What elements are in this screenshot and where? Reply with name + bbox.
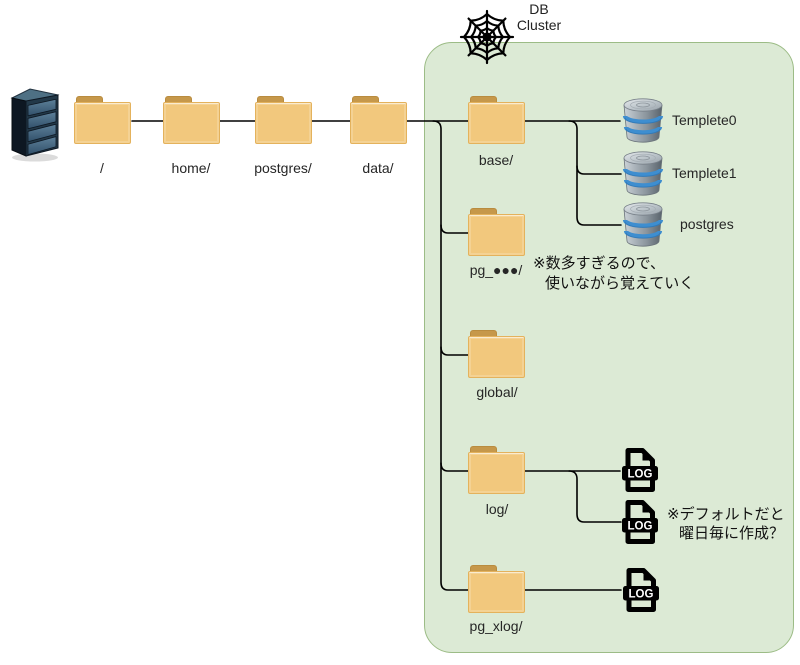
folder-body bbox=[468, 452, 525, 494]
folder-label-base: base/ bbox=[478, 152, 514, 168]
folder-body bbox=[163, 102, 220, 144]
folder-label-data: data/ bbox=[362, 160, 394, 176]
db-label-postgres: postgres bbox=[680, 216, 734, 232]
note-pg-folders-line1: ※数多すぎるので、 bbox=[533, 255, 665, 272]
note-log-default-line2: 曜日毎に作成？ bbox=[679, 525, 785, 542]
folder-icon-pg-misc bbox=[468, 208, 525, 256]
note-pg-folders: ※数多すぎるので、 使いながら覚えていく bbox=[533, 254, 694, 294]
folder-label-log: log/ bbox=[485, 501, 509, 517]
log-file-text: LOG bbox=[628, 521, 653, 533]
folder-icon-base bbox=[468, 96, 525, 144]
folder-icon-home bbox=[163, 96, 220, 144]
database-icon-templete1 bbox=[622, 151, 664, 196]
db-cluster-title: DB Cluster bbox=[500, 1, 578, 33]
note-log-default: ※デフォルトだと 曜日毎に作成？ bbox=[667, 505, 785, 543]
folder-label-pg-misc: pg_●●●/ bbox=[469, 262, 523, 278]
folder-icon-root bbox=[74, 96, 131, 144]
log-file-icon-3: LOG bbox=[623, 568, 659, 612]
folder-body bbox=[468, 336, 525, 378]
server-icon bbox=[10, 88, 60, 162]
folder-body bbox=[350, 102, 407, 144]
folder-body bbox=[74, 102, 131, 144]
folder-body bbox=[468, 214, 525, 256]
log-file-text: LOG bbox=[629, 589, 654, 601]
folder-label-global: global/ bbox=[476, 384, 518, 400]
folder-icon-log bbox=[468, 446, 525, 494]
db-label-templete1: Templete1 bbox=[672, 165, 737, 181]
folder-body bbox=[468, 102, 525, 144]
log-file-text: LOG bbox=[628, 469, 653, 481]
note-log-default-line1: ※デフォルトだと bbox=[667, 506, 785, 523]
log-file-icon-1: LOG bbox=[622, 448, 658, 492]
folder-body bbox=[255, 102, 312, 144]
folder-icon-pg-xlog bbox=[468, 565, 525, 613]
db-cluster-title-line2: Cluster bbox=[516, 17, 562, 33]
folder-label-home: home/ bbox=[171, 160, 211, 176]
folder-icon-postgres bbox=[255, 96, 312, 144]
db-cluster-title-line1: DB bbox=[529, 1, 549, 17]
note-pg-folders-line2: 使いながら覚えていく bbox=[545, 275, 695, 292]
db-label-templete0: Templete0 bbox=[672, 112, 737, 128]
folder-icon-global bbox=[468, 330, 525, 378]
database-icon-postgres bbox=[622, 202, 664, 247]
folder-body bbox=[468, 571, 525, 613]
folder-label-pg-xlog: pg_xlog/ bbox=[469, 618, 523, 634]
folder-label-postgres: postgres/ bbox=[254, 160, 312, 176]
log-file-icon-2: LOG bbox=[622, 500, 658, 544]
spider-web-icon bbox=[459, 9, 515, 65]
folder-label-root: / bbox=[100, 160, 104, 176]
database-icon-templete0 bbox=[622, 98, 664, 143]
folder-icon-data bbox=[350, 96, 407, 144]
